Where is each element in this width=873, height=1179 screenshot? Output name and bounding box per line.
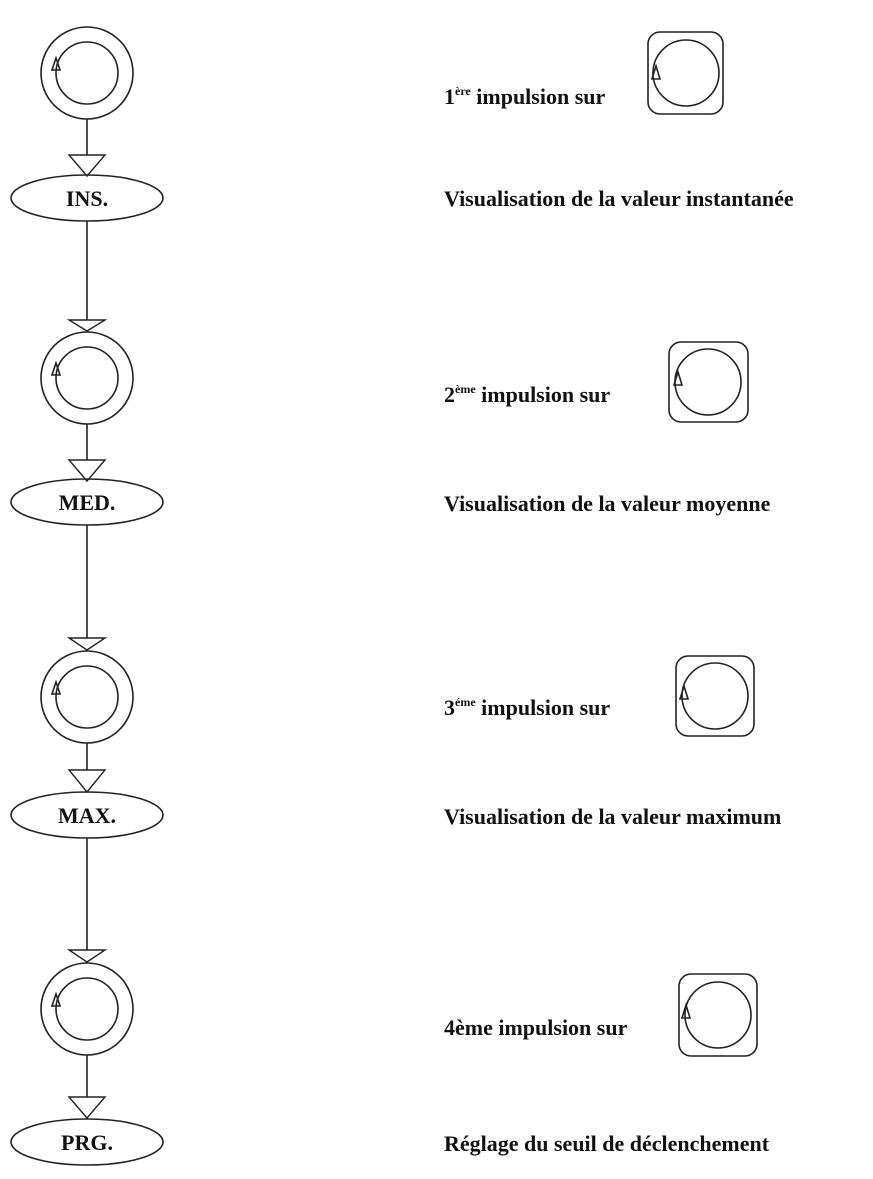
connector-2a	[67, 424, 107, 483]
state-node-2: MED.	[10, 478, 164, 526]
step-1-description: Visualisation de la valeur instantanée	[444, 186, 794, 211]
connector-1a	[67, 119, 107, 178]
step-3-action-label: 3éme impulsion sur	[444, 695, 610, 721]
button-step-3	[40, 650, 134, 744]
connector-2b	[66, 525, 108, 651]
step-3-description: Visualisation de la valeur maximum	[444, 804, 782, 829]
step-2-action-label: 2ème impulsion sur	[444, 382, 610, 408]
step-2-description: Visualisation de la valeur moyenne	[444, 491, 771, 516]
step-4-action: impulsion sur	[492, 1015, 628, 1040]
connector-4a	[67, 1055, 107, 1120]
state-label-2: MED.	[59, 490, 116, 515]
button-step-2	[40, 331, 134, 425]
step-1-action-label: 1ère impulsion sur	[444, 84, 605, 110]
step-1-action: impulsion sur	[470, 84, 606, 109]
connector-1b	[66, 221, 108, 332]
step-4-order: 4ème	[444, 1015, 493, 1040]
state-node-4: PRG.	[10, 1118, 164, 1166]
step-3-action: impulsion sur	[475, 695, 611, 720]
step-3-order-suffix: éme	[455, 695, 476, 709]
step-4-action-label: 4ème impulsion sur	[444, 1015, 627, 1041]
state-node-1: INS.	[10, 174, 164, 222]
step-1-order: 1	[444, 84, 455, 109]
connector-3b	[66, 838, 108, 963]
state-node-3: MAX.	[10, 791, 164, 839]
step-2-action: impulsion sur	[475, 382, 611, 407]
rotary-button-icon	[678, 973, 758, 1057]
button-step-4	[40, 962, 134, 1056]
step-2-order-suffix: ème	[455, 382, 476, 396]
state-label-4: PRG.	[61, 1130, 113, 1155]
rotary-button-icon	[647, 31, 724, 115]
button-step-1	[40, 26, 134, 120]
rotary-button-icon	[675, 655, 755, 737]
step-1-order-suffix: ère	[455, 84, 471, 98]
state-label-1: INS.	[66, 186, 108, 211]
step-2-order: 2	[444, 382, 455, 407]
connector-3a	[67, 743, 107, 794]
state-label-3: MAX.	[58, 803, 116, 828]
step-4-description: Réglage du seuil de déclenchement	[444, 1131, 770, 1156]
step-3-order: 3	[444, 695, 455, 720]
rotary-button-icon	[668, 341, 749, 423]
